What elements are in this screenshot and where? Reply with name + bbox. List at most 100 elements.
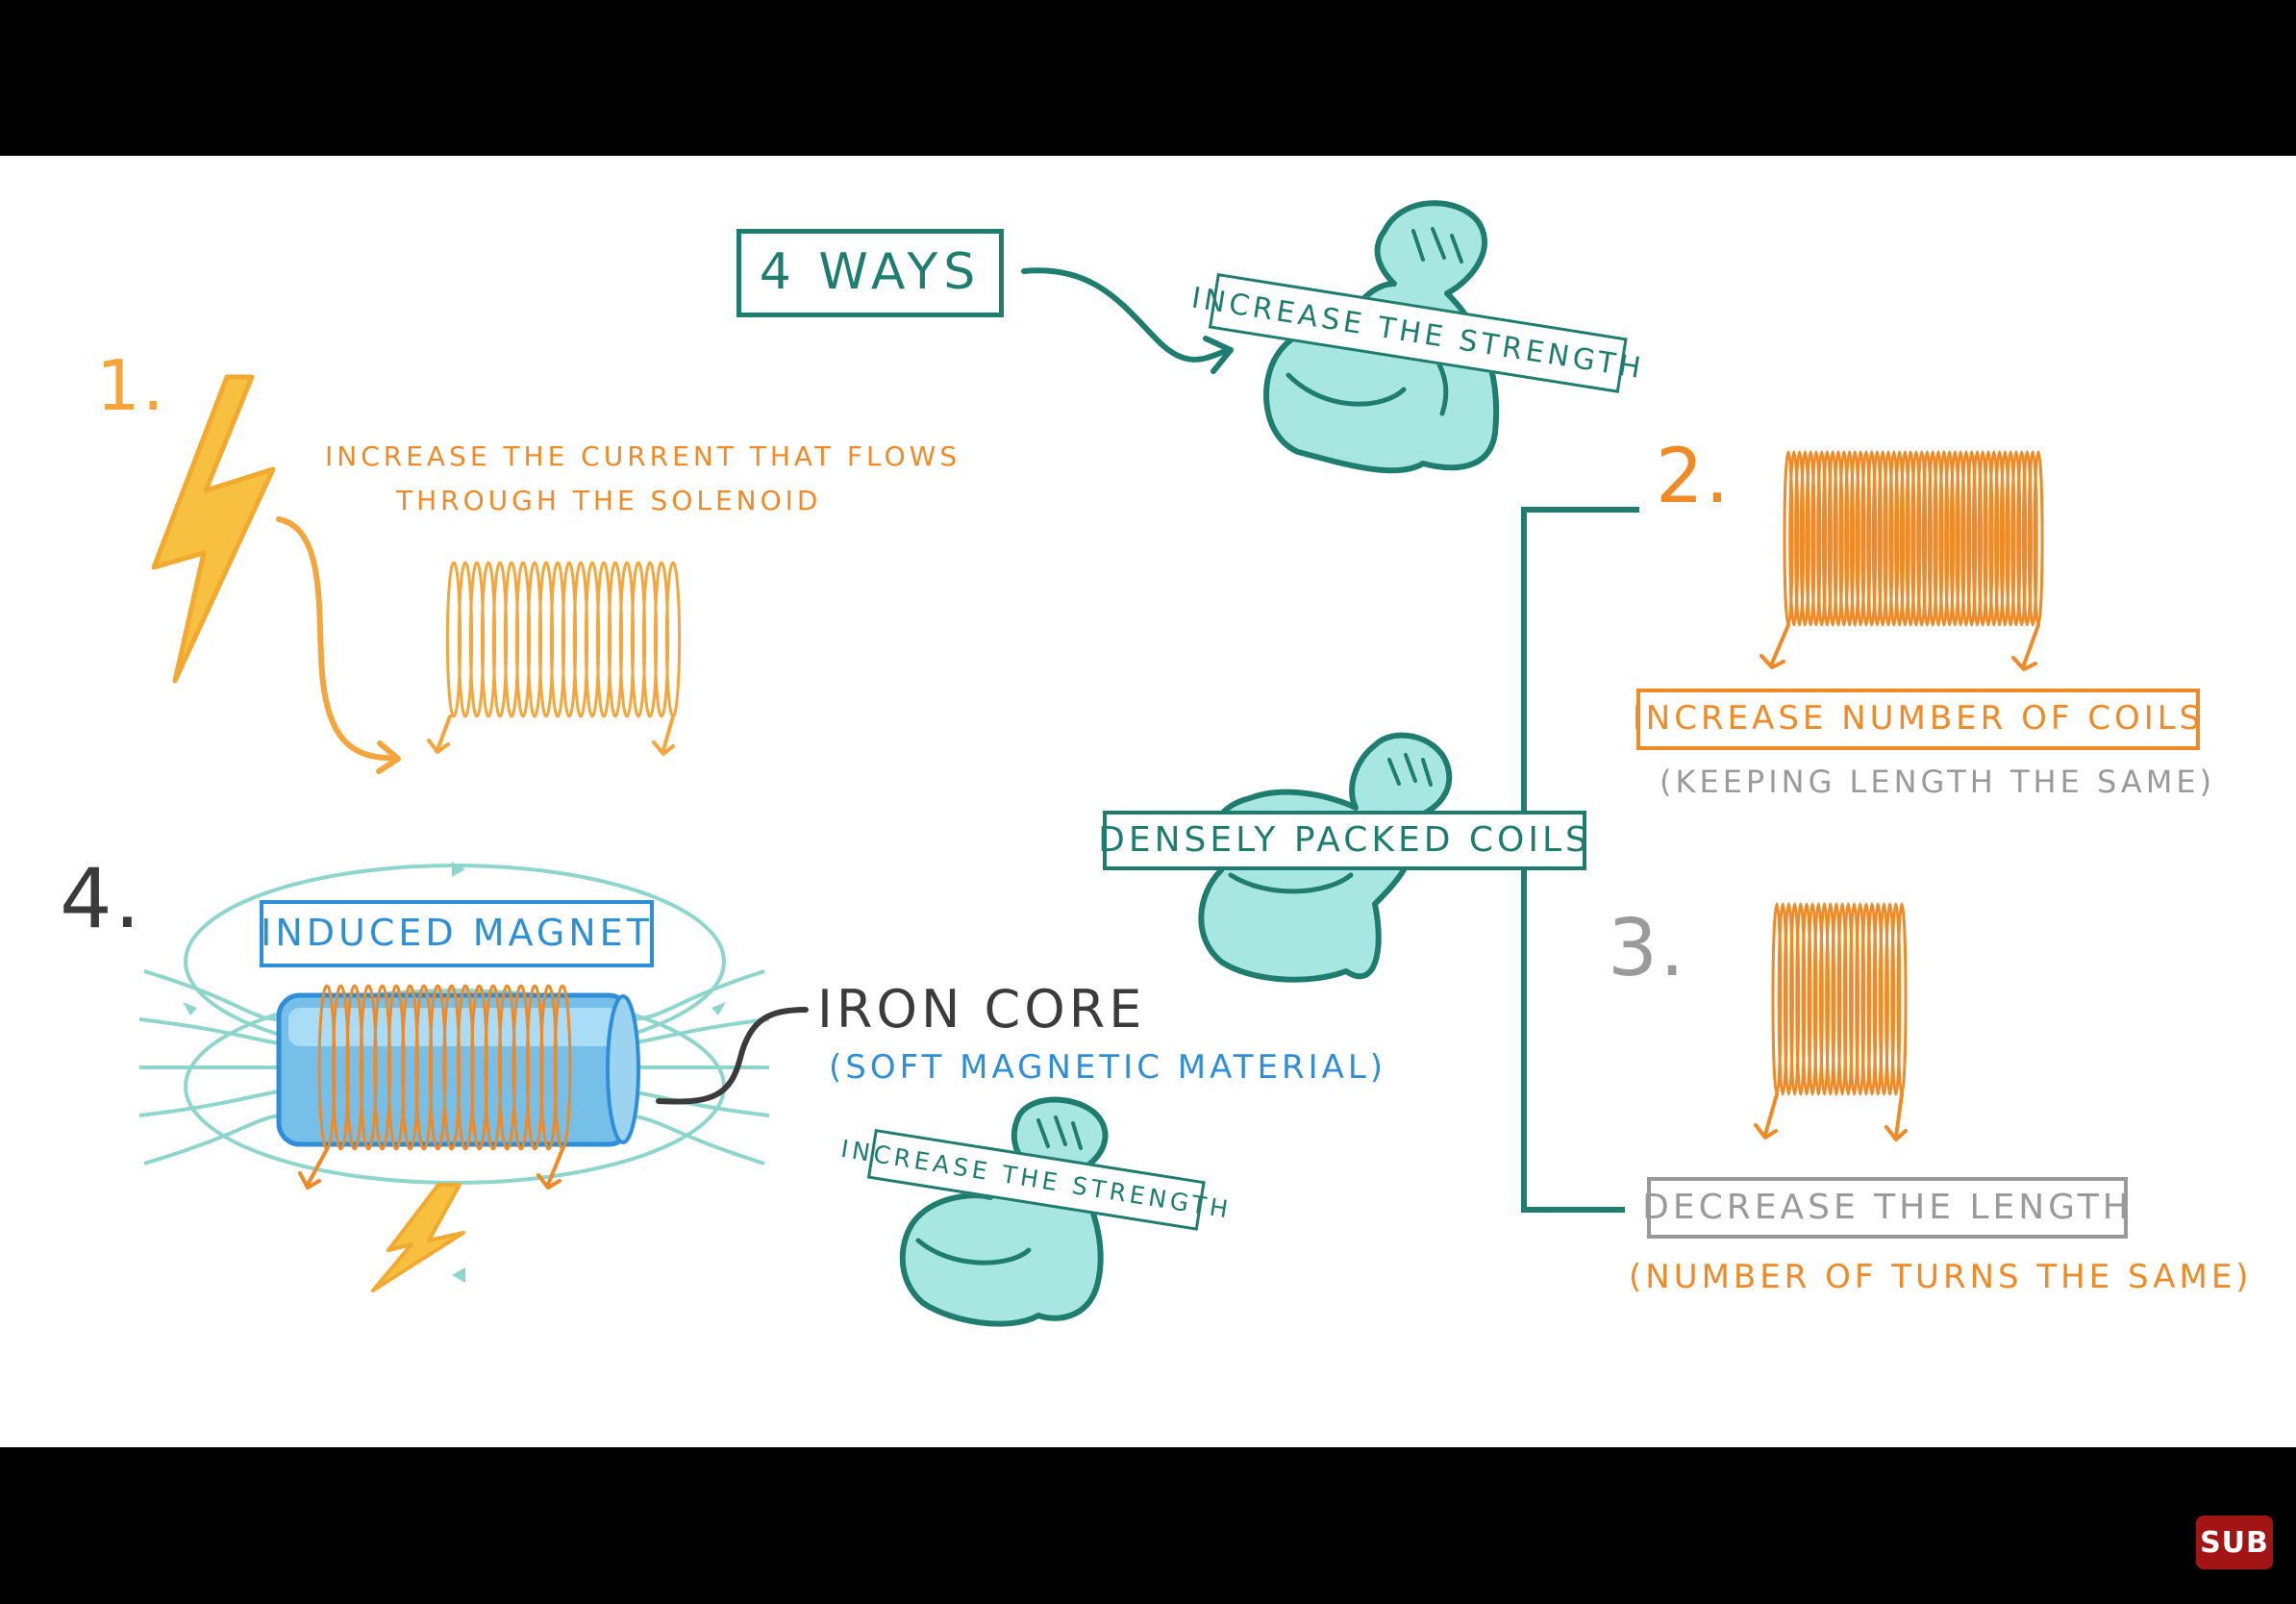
coil-turn bbox=[1955, 450, 1966, 627]
coil-turn bbox=[1831, 902, 1842, 1096]
coil-turn bbox=[1833, 450, 1844, 627]
method-3-label: Decrease the Length bbox=[1642, 1188, 2133, 1228]
coil-turn bbox=[1910, 450, 1922, 627]
method-3-box: Decrease the Length bbox=[1642, 1177, 2129, 1239]
coil-turn bbox=[1883, 450, 1894, 627]
coil-turn bbox=[1788, 450, 1800, 627]
coil-turn bbox=[1988, 450, 2000, 627]
method-4-number: 4. bbox=[60, 851, 143, 947]
coil-turn bbox=[1983, 450, 1994, 627]
coil-turn bbox=[1888, 450, 1900, 627]
coil-turn bbox=[1960, 450, 1972, 627]
coil-turn bbox=[1894, 450, 1906, 627]
curved-arrow-icon bbox=[1021, 267, 1229, 363]
four-ways-label: 4 WAYS bbox=[759, 243, 982, 302]
coil-lead bbox=[537, 1147, 564, 1190]
coil-icon bbox=[427, 561, 682, 756]
method-1-number: 1. bbox=[96, 345, 166, 426]
arrow-head-icon bbox=[376, 740, 401, 774]
coil-turn bbox=[1927, 450, 1938, 627]
coil-turn bbox=[1916, 450, 1928, 627]
method-2-box: Increase number of Coils bbox=[1633, 689, 2200, 750]
coil-lead bbox=[1754, 1092, 1779, 1140]
coil-lead bbox=[427, 714, 452, 754]
densely-packed-label: Densely Packed Coils bbox=[1098, 820, 1591, 861]
coil-turn bbox=[1842, 902, 1854, 1096]
coil-turn bbox=[1795, 902, 1807, 1096]
coil-turn bbox=[2027, 450, 2038, 627]
coil-turn bbox=[1844, 450, 1856, 627]
coil-turn bbox=[1849, 902, 1859, 1096]
coil-turn bbox=[1805, 450, 1816, 627]
arrow-head-icon bbox=[1203, 336, 1234, 374]
curved-arrow-icon bbox=[276, 516, 397, 762]
coil-turn bbox=[1794, 450, 1806, 627]
coil-turn bbox=[1777, 902, 1788, 1096]
coil-turn bbox=[1860, 450, 1872, 627]
subscribe-button[interactable]: SUB bbox=[2196, 1516, 2273, 1569]
pointer-line bbox=[656, 1007, 809, 1105]
coil-turn bbox=[1819, 902, 1830, 1096]
coil-turn bbox=[1971, 450, 1983, 627]
coil-turn bbox=[1877, 450, 1888, 627]
coil-lead bbox=[652, 714, 675, 756]
coil-turn bbox=[1801, 902, 1812, 1096]
coil-turn bbox=[1994, 450, 2006, 627]
coil-turn bbox=[2010, 450, 2022, 627]
coil-turn bbox=[2021, 450, 2033, 627]
coil-turn bbox=[1855, 450, 1866, 627]
coil-icon bbox=[1754, 902, 1908, 1141]
coil-turn bbox=[1783, 902, 1794, 1096]
induced-magnet-box: Induced magnet bbox=[260, 900, 654, 967]
coil-turn bbox=[1866, 450, 1878, 627]
coil-turn bbox=[1890, 902, 1902, 1096]
method-1-text-line1: Increase the Current that flows bbox=[325, 440, 961, 472]
coil-turn bbox=[1905, 450, 1916, 627]
coil-turn bbox=[1827, 450, 1838, 627]
densely-packed-box: Densely Packed Coils bbox=[1098, 811, 1587, 870]
coil-turn bbox=[1816, 450, 1828, 627]
coil-turn bbox=[1807, 902, 1818, 1096]
lightning-bolt-icon bbox=[371, 1183, 465, 1292]
coil-turn bbox=[1872, 902, 1884, 1096]
coil-icon bbox=[298, 984, 572, 1190]
coil-turn bbox=[1966, 450, 1978, 627]
coil-turn bbox=[1849, 450, 1860, 627]
iron-core-end bbox=[606, 994, 640, 1144]
coil-turn bbox=[1899, 450, 1910, 627]
coil-turn bbox=[1821, 450, 1833, 627]
iron-core-note: (Soft magnetic material) bbox=[829, 1048, 1387, 1087]
coil-icon bbox=[1759, 450, 2044, 671]
coil-turn bbox=[1921, 450, 1933, 627]
method-2-label: Increase number of Coils bbox=[1632, 699, 2205, 739]
coil-turn bbox=[2016, 450, 2028, 627]
iron-core-label: Iron Core bbox=[817, 979, 1146, 1040]
method-3-number: 3. bbox=[1608, 903, 1687, 994]
coil-turn bbox=[1949, 450, 1960, 627]
coil-turn bbox=[2005, 450, 2016, 627]
coil-lead bbox=[1759, 623, 1790, 669]
method-2-number: 2. bbox=[1656, 434, 1732, 520]
coil-turn bbox=[1884, 902, 1896, 1096]
induced-magnet-label: Induced magnet bbox=[261, 912, 653, 955]
four-ways-box: 4 WAYS bbox=[736, 229, 1004, 317]
coil-turn bbox=[1812, 902, 1824, 1096]
coil-turn bbox=[1944, 450, 1956, 627]
method-1-text-line2: through the Solenoid bbox=[396, 485, 822, 516]
coil-turn bbox=[1866, 902, 1878, 1096]
lightning-bolt-icon bbox=[151, 374, 276, 684]
coil-turn bbox=[1825, 902, 1836, 1096]
iron-core-highlight bbox=[288, 1008, 620, 1046]
field-arrow-icons bbox=[183, 862, 726, 1283]
coil-turn bbox=[1871, 450, 1883, 627]
coil-turn bbox=[1999, 450, 2010, 627]
coil-turn bbox=[1933, 450, 1944, 627]
coil-turn bbox=[1838, 450, 1850, 627]
method-3-note: (Number of turns the Same) bbox=[1629, 1258, 2253, 1296]
coil-turn bbox=[1878, 902, 1889, 1096]
coil-turn bbox=[1855, 902, 1866, 1096]
coil-lead bbox=[298, 1147, 329, 1190]
coil-turn bbox=[1836, 902, 1848, 1096]
